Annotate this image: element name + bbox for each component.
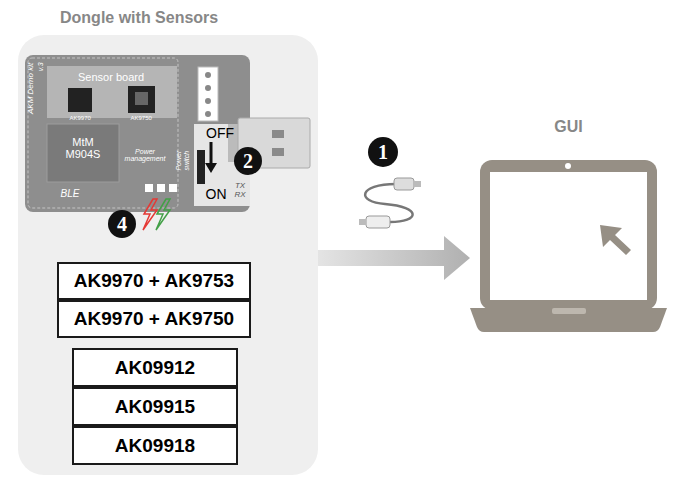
laptop-screen [480,160,657,310]
laptop-icon: GUI [470,156,667,332]
table-cell: AK9970 + AK9750 [57,300,251,338]
gui-heading: GUI [470,118,667,136]
board-text: Sensor board [78,71,144,83]
laptop-camera [565,163,571,169]
pin [205,98,211,104]
callout-circle [234,147,262,175]
chip [68,88,92,112]
usb-cable [359,137,421,228]
usb-hole [272,148,284,156]
board-text: v.3 [36,62,44,71]
pcb [25,55,250,212]
switch-arrow [210,142,213,164]
switch-label: Power switch [175,145,190,175]
chip-name: AK9750 [131,115,152,122]
mouse-cursor [600,225,631,255]
callout-number: 1 [378,141,388,163]
board-text: AKM Demo kit [27,62,36,113]
flow-arrow [318,236,470,280]
callout-circle [108,210,136,238]
callout-circle [368,137,398,167]
switch-state: ON [206,187,227,202]
table-cell: AK9970 + AK9753 [57,262,251,300]
switch-arrow-head [205,163,217,173]
callout-number: 2 [243,150,253,172]
ble-module [47,124,119,182]
cell-text: AK09918 [115,435,195,457]
table-cell: AK09912 [72,348,238,387]
pin [205,72,211,78]
laptop-notch [552,308,586,314]
sensor-board [47,66,177,118]
led [145,184,153,192]
table-cell: AK09915 [72,387,238,426]
pin-label: TX RX [234,182,247,200]
switch-state: OFF [206,126,234,141]
laptop-base [470,308,667,332]
laptop-drawing [470,156,667,332]
board-text: BLE [61,188,80,199]
cable-plug [394,178,414,190]
plug-tip [359,219,366,225]
cell-text: AK09912 [115,357,195,379]
usb-hole [272,130,284,138]
cell-text: AK9970 + AK9753 [74,270,234,292]
callout-number: 4 [117,213,127,235]
cable-plug [366,216,390,228]
pin-header [198,67,218,121]
pin [205,111,211,117]
chip [128,86,155,113]
module-name: MtM M904S [61,136,105,160]
pin [205,85,211,91]
laptop-display [490,172,647,300]
pcb-outline [28,58,178,208]
chip-window [135,92,148,105]
table-cell: AK09918 [72,426,238,465]
power-switch [197,150,205,184]
board-text: Power management [119,148,171,163]
cell-text: AK9970 + AK9750 [74,308,234,330]
led [169,184,177,192]
plug-tip [414,181,421,187]
led [157,184,165,192]
panel-heading: Dongle with Sensors [60,9,218,27]
cell-text: AK09915 [115,396,195,418]
chip-name: AK9970 [70,115,91,122]
